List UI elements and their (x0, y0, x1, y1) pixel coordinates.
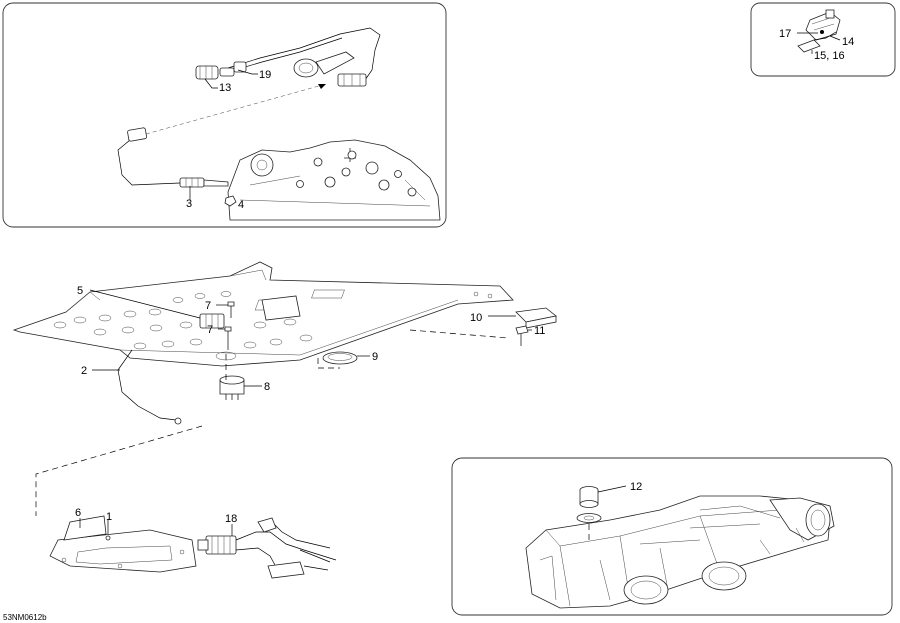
callout-8: 8 (264, 381, 270, 393)
leader-14 (829, 35, 841, 41)
inset-panel-connectors: 17 14 15, 16 (750, 2, 896, 77)
bolt-7-upper (227, 301, 235, 318)
link-dash-grommet-9 (317, 358, 340, 369)
rivet-11 (515, 325, 529, 346)
callout-12: 12 (630, 481, 642, 493)
grommet-airbox (576, 513, 602, 523)
nut-4 (224, 195, 237, 207)
mounting-bracket-6 (49, 515, 197, 573)
clip-10 (515, 307, 557, 329)
callout-15-16: 15, 16 (814, 50, 845, 62)
callout-7-lower: 7 (207, 324, 213, 336)
connector-19 (233, 61, 247, 73)
inset-panel-airbox: 12 (451, 457, 893, 616)
callout-11: 11 (534, 325, 545, 337)
harness-lead-2 (117, 349, 177, 421)
callout-10: 10 (470, 312, 482, 324)
callout-17: 17 (779, 28, 791, 40)
callout-18: 18 (225, 513, 237, 525)
connector-18 (197, 535, 237, 555)
callout-13: 13 (219, 82, 231, 94)
sensor-3 (117, 127, 229, 188)
sensor-8 (219, 375, 245, 400)
leader-5 (89, 289, 201, 319)
vent-cap-12 (579, 486, 599, 508)
plate-holes (53, 289, 493, 361)
callout-7-upper: 7 (205, 300, 211, 312)
terminals-15-16 (797, 31, 837, 53)
inset-panel-sensor-harness: 13 19 3 4 (2, 2, 447, 228)
wiring-harness-lower (235, 517, 337, 579)
callout-2: 2 (81, 365, 87, 377)
link-arrowhead (318, 84, 326, 89)
callout-1: 1 (106, 511, 112, 523)
link-line-sensor-harness (145, 83, 327, 135)
callout-4: 4 (238, 199, 244, 211)
upper-bracket (261, 295, 301, 321)
link-dash-plate-rivet (409, 329, 509, 339)
engine-block-illustration (227, 139, 441, 221)
callout-14: 14 (842, 36, 854, 48)
main-bracket-assembly (12, 261, 514, 367)
grommet-9 (322, 351, 358, 365)
callout-9: 9 (372, 351, 378, 363)
wiring-harness-13 (195, 27, 381, 87)
leader-19 (237, 69, 258, 75)
callout-6: 6 (75, 507, 81, 519)
link-dash-bracket-6 (35, 425, 203, 516)
lead-terminal (174, 417, 182, 425)
callout-5: 5 (77, 285, 83, 297)
bolt-7-lower (224, 326, 232, 350)
callout-19: 19 (259, 69, 271, 81)
callout-3: 3 (186, 198, 192, 210)
support-plate (12, 261, 514, 367)
leader-12 (597, 485, 627, 493)
leader-13 (204, 78, 218, 89)
part-17-dot (820, 30, 824, 34)
air-intake-silencer (525, 495, 835, 609)
drawing-code: 53NM0612b (3, 613, 47, 622)
